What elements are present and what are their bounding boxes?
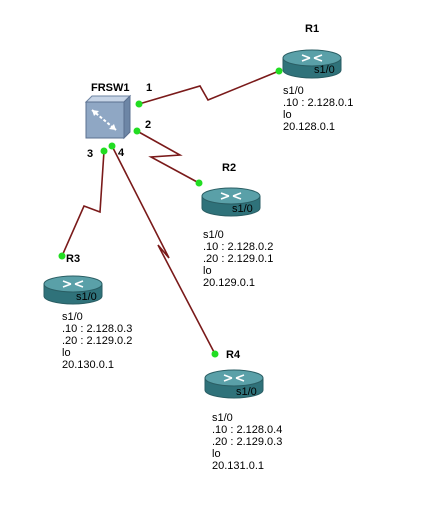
links	[61, 70, 280, 355]
frsw1-label: FRSW1	[91, 82, 130, 94]
link-frsw1-r3[interactable]	[61, 150, 105, 257]
port-1-label: 1	[146, 82, 153, 94]
endpoint-r2	[195, 179, 203, 187]
endpoint-frsw1-port1	[135, 100, 143, 108]
r3-label: R3	[66, 253, 81, 265]
r2-config-note: s1/0 .10 : 2.128.0.2 .20 : 2.129.0.1 lo …	[203, 229, 274, 289]
r2-router-icon[interactable]	[201, 187, 261, 217]
link-frsw1-r1[interactable]	[138, 70, 280, 105]
r2-interface-label: s1/0	[232, 203, 253, 215]
r1-label: R1	[305, 23, 320, 35]
r4-router-icon[interactable]	[204, 369, 264, 399]
endpoint-frsw1-port2	[133, 127, 141, 135]
r2-label: R2	[222, 162, 237, 174]
r1-interface-label: s1/0	[314, 64, 335, 76]
endpoint-r4	[211, 350, 219, 358]
r1-router-icon[interactable]	[282, 49, 342, 79]
link-frsw1-r4[interactable]	[111, 145, 216, 355]
link-endpoints	[58, 67, 283, 358]
r4-config-note: s1/0 .10 : 2.128.0.4 .20 : 2.129.0.3 lo …	[212, 412, 283, 472]
r4-label: R4	[226, 349, 241, 361]
port-3-label: 3	[87, 148, 94, 160]
endpoint-r1	[275, 67, 283, 75]
r1-config-note: s1/0 .10 : 2.128.0.1 lo 20.128.0.1	[283, 85, 354, 133]
r3-router-icon[interactable]	[43, 275, 103, 305]
endpoint-frsw1-port3	[100, 147, 108, 155]
r3-config-note: s1/0 .10 : 2.128.0.3 .20 : 2.129.0.2 lo …	[62, 311, 133, 371]
r4-interface-label: s1/0	[236, 386, 257, 398]
port-4-label: 4	[118, 147, 125, 159]
port-2-label: 2	[145, 119, 152, 131]
endpoint-frsw1-port4	[108, 142, 116, 150]
link-frsw1-r2[interactable]	[136, 130, 200, 184]
r3-interface-label: s1/0	[76, 291, 97, 303]
endpoint-r3	[58, 252, 66, 260]
frsw1-switch-icon[interactable]	[84, 94, 132, 140]
